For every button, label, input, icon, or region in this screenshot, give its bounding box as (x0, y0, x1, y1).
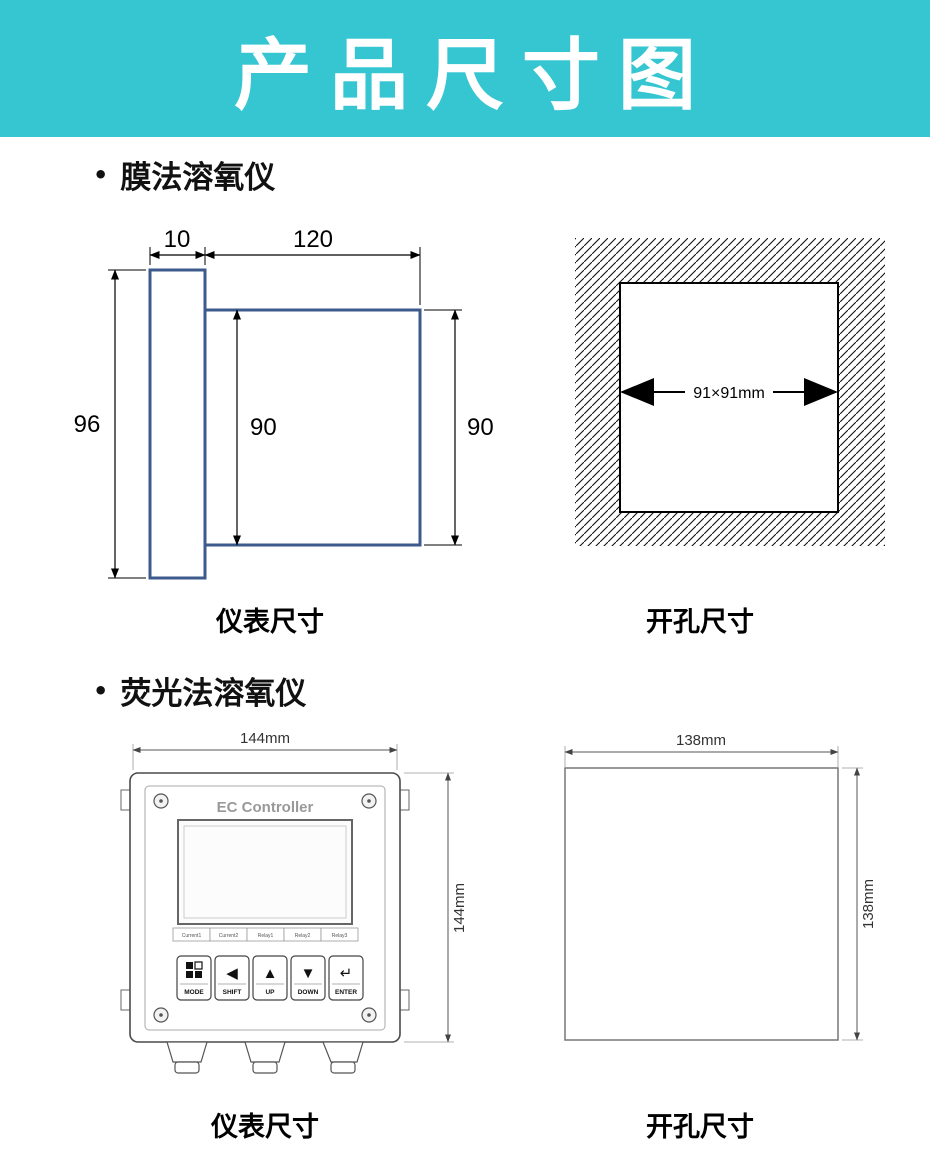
mode-grid-icon (186, 961, 203, 978)
page-title: 产品尺寸图 (233, 30, 714, 121)
membrane-instrument-caption: 仪表尺寸 (216, 607, 324, 638)
section-fluorescence-title-text: 荧光法溶氧仪 (120, 676, 307, 712)
terminal-label: Relay1 (258, 933, 274, 939)
screw-icon (153, 1007, 169, 1023)
screw-icon (153, 793, 169, 809)
terminal-label: Current2 (219, 933, 239, 939)
down-button-label: DOWN (298, 989, 319, 996)
mode-button-label: MODE (184, 989, 204, 996)
section-membrane-title-text: 膜法溶氧仪 (120, 160, 276, 196)
mount-tab (399, 989, 410, 1011)
down-triangle-icon: ▼ (301, 965, 316, 982)
cable-gland-icon (322, 1041, 364, 1074)
device-front-panel (144, 785, 386, 1031)
shift-button-label: SHIFT (223, 989, 242, 996)
shift-button: ◀ SHIFT (214, 955, 250, 1001)
bullet-icon: • (93, 160, 109, 189)
fluorescence-instrument-caption: 仪表尺寸 (211, 1112, 319, 1143)
bullet-icon: • (93, 676, 109, 705)
mode-button: MODE (176, 955, 212, 1001)
device-title: EC Controller (217, 799, 314, 816)
enter-arrow-icon: ↵ (340, 965, 353, 982)
down-button: ▼ DOWN (290, 955, 326, 1001)
screw-icon (361, 793, 377, 809)
section-fluorescence-title: • 荧光法溶氧仪 (93, 668, 306, 713)
cutout-height-label: 138mm (860, 879, 877, 929)
terminal-strip: Current1 Current2 Relay1 Relay2 Relay3 (172, 927, 359, 942)
enter-button: ↵ ENTER (328, 955, 364, 1001)
section-membrane-title: • 膜法溶氧仪 (93, 152, 275, 197)
dim-label-body-height-right: 90 (467, 414, 494, 441)
lcd-screen (177, 819, 353, 925)
cable-gland-icon (166, 1041, 208, 1074)
device-width-label: 144mm (240, 730, 290, 747)
terminal-label: Relay2 (295, 933, 311, 939)
enter-button-label: ENTER (335, 989, 357, 996)
mount-tab (120, 989, 131, 1011)
up-button: ▲ UP (252, 955, 288, 1001)
mount-tab (399, 789, 410, 811)
membrane-instrument-drawing: 10 120 96 90 90 (74, 226, 494, 580)
banner: 产品尺寸图 (0, 0, 930, 137)
arrow-left-icon (620, 378, 654, 406)
dim-label-flange-height: 96 (74, 411, 101, 438)
terminal-label: Current1 (182, 933, 202, 939)
membrane-cutout-drawing: 91×91mm (575, 238, 885, 546)
left-triangle-icon: ◀ (226, 965, 238, 982)
cutout-square (564, 767, 839, 1041)
cutout-width-label: 138mm (676, 732, 726, 749)
device-height-label: 144mm (451, 883, 468, 933)
dim-label-body-height-inner: 90 (250, 414, 277, 441)
up-triangle-icon: ▲ (263, 965, 278, 982)
fluorescence-instrument-drawing: 144mm EC Controller Current1 Current2 Re… (120, 730, 468, 1074)
terminal-label: Relay3 (332, 933, 348, 939)
fluorescence-cutout-caption: 开孔尺寸 (646, 1112, 754, 1143)
screw-icon (361, 1007, 377, 1023)
membrane-cutout-caption: 开孔尺寸 (646, 607, 754, 638)
cable-gland-icon (244, 1041, 286, 1074)
keypad: MODE ◀ SHIFT ▲ UP ▼ DOWN ↵ ENTER (176, 955, 364, 1001)
up-button-label: UP (265, 989, 275, 996)
fluorescence-cutout-drawing: 138mm 138mm (564, 732, 877, 1041)
flange-outline (148, 268, 207, 580)
cutout-size-label: 91×91mm (693, 385, 765, 402)
mount-tab (120, 789, 131, 811)
dim-label-body-width: 120 (293, 226, 333, 253)
arrow-right-icon (804, 378, 838, 406)
dim-label-flange-width: 10 (164, 226, 191, 253)
